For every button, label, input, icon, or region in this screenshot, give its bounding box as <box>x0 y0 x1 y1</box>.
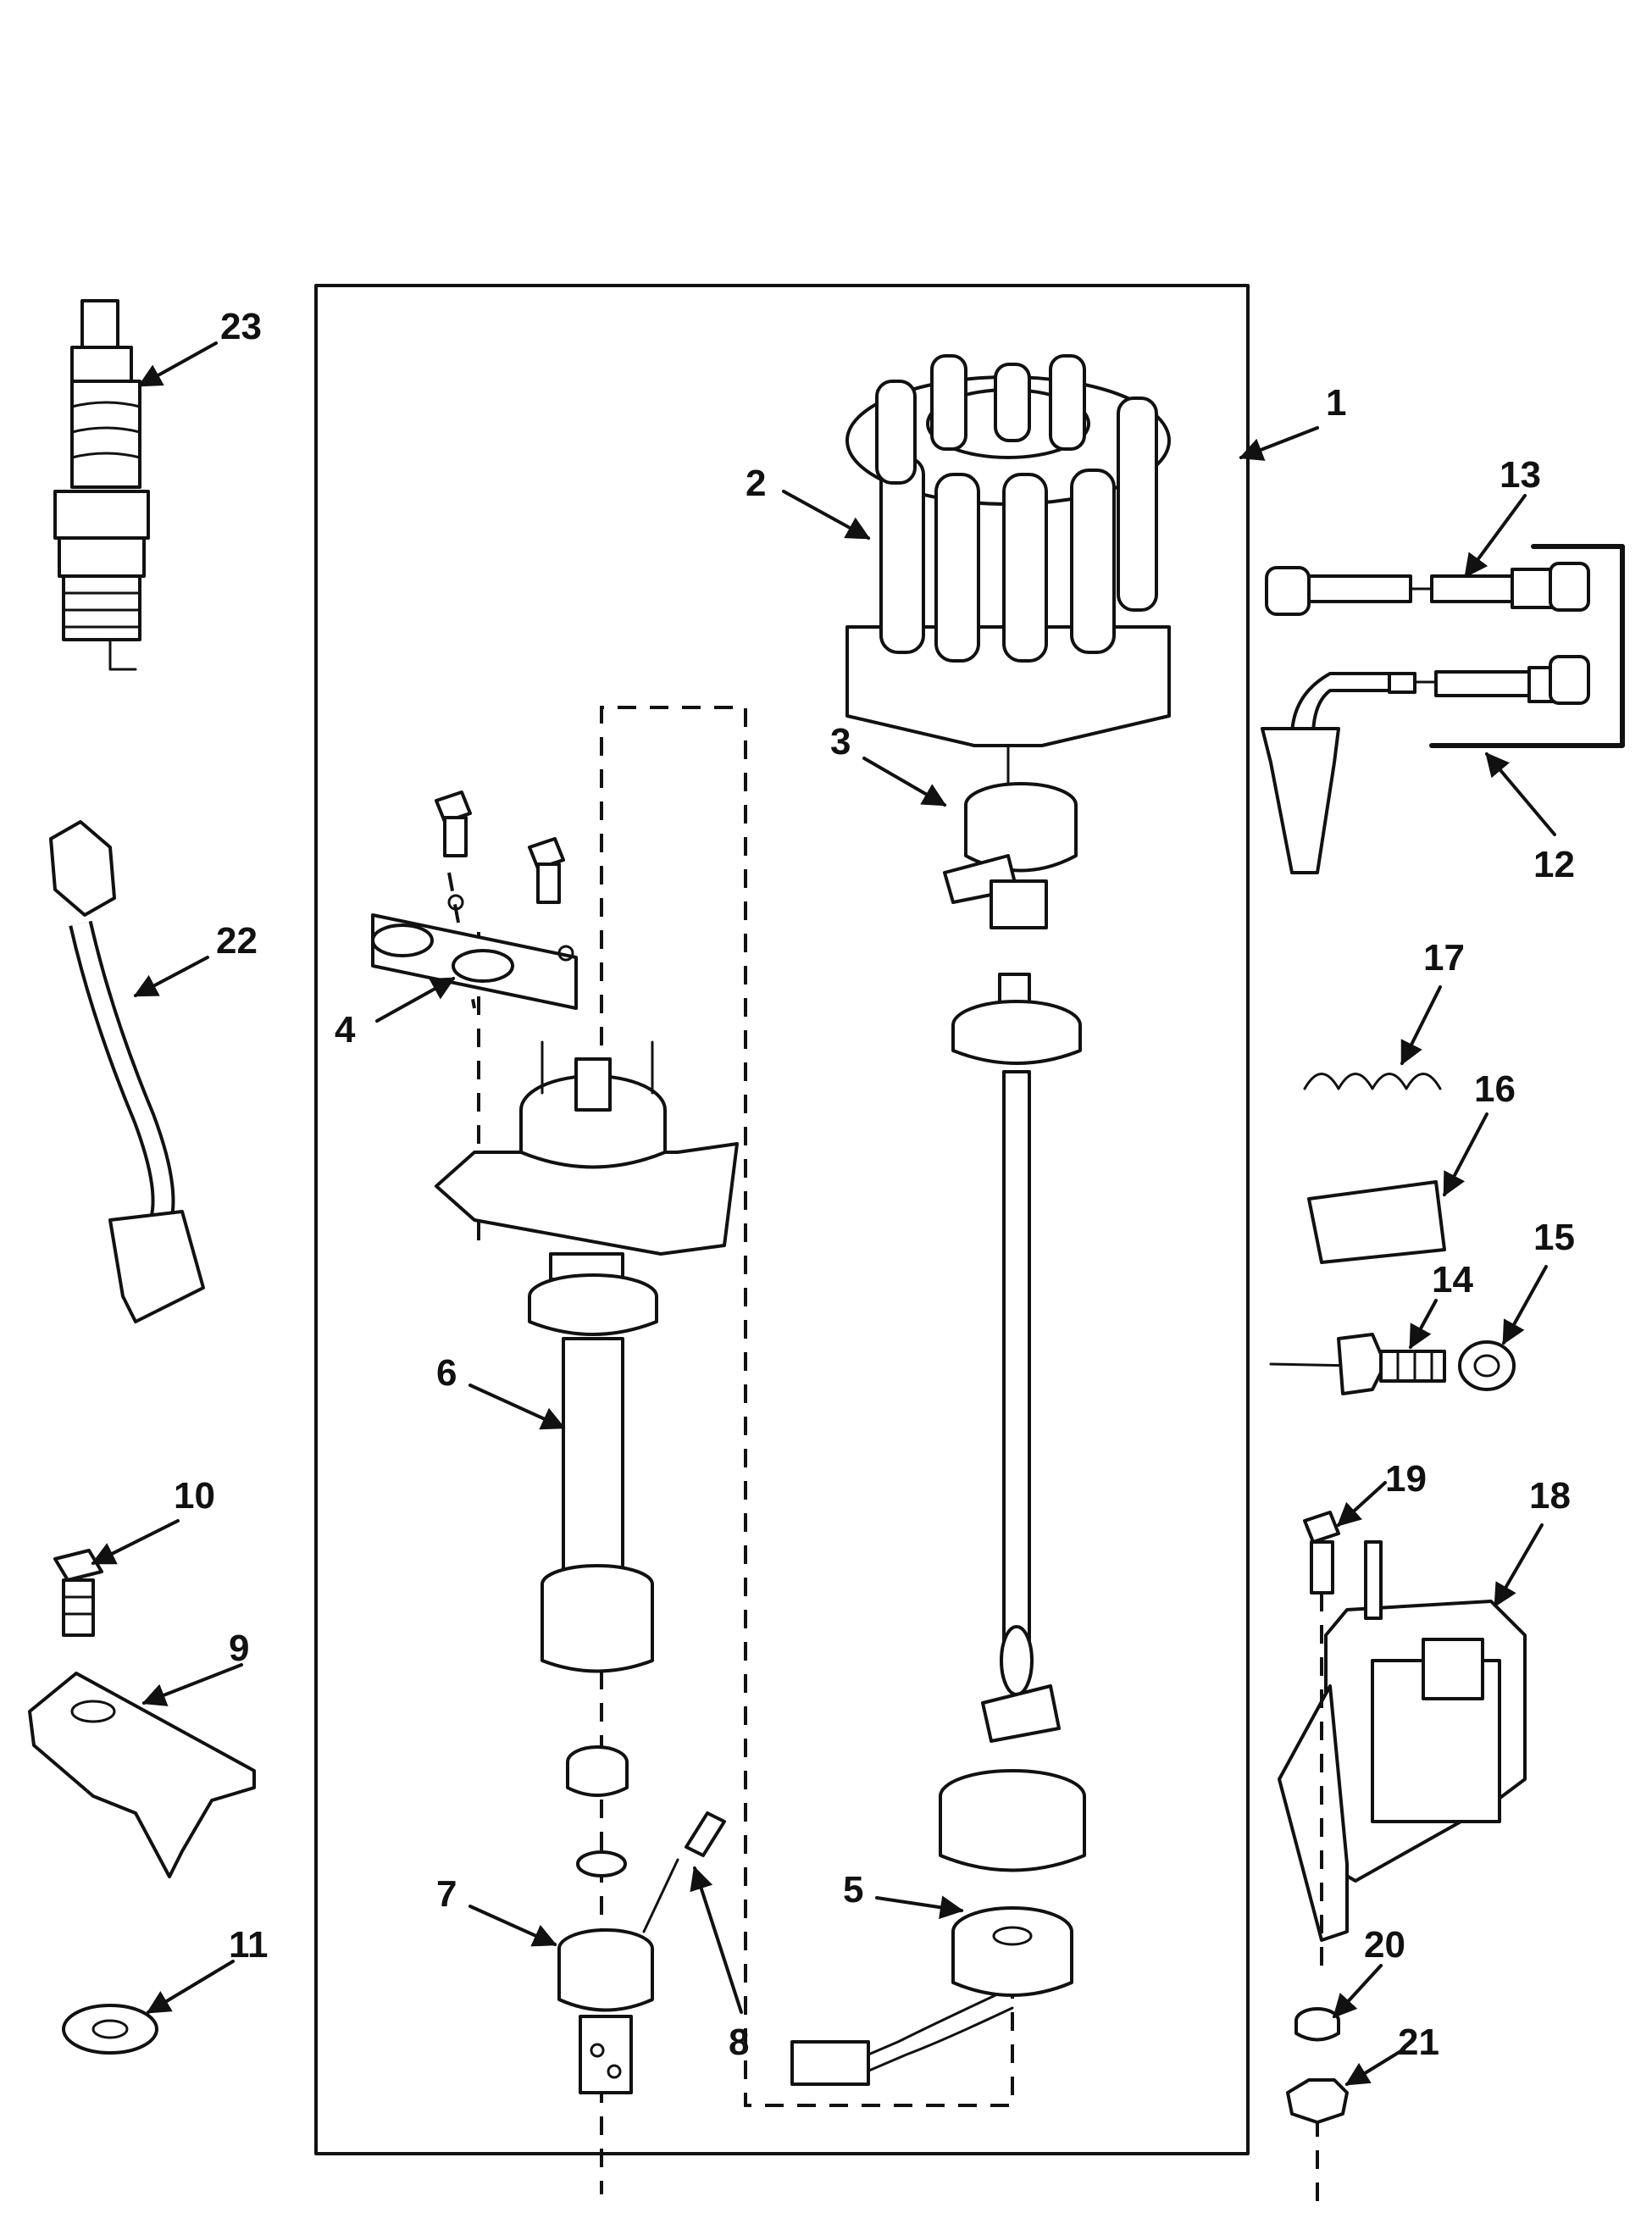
callout-arrow-15 <box>1502 1265 1548 1345</box>
callout-arrow-12 <box>1485 752 1556 836</box>
callout-arrow-14 <box>1409 1299 1438 1350</box>
housing-bushing <box>939 1769 1086 1872</box>
callout-7: 7 <box>436 1873 457 1915</box>
clamp-slot <box>70 1700 116 1723</box>
pickup-lead-dashed-route <box>600 706 1014 2107</box>
callout-10: 10 <box>174 1475 215 1517</box>
lock-washer <box>1458 1340 1516 1391</box>
distributor-housing <box>528 1252 658 1673</box>
rotor <box>943 782 1078 929</box>
callout-23: 23 <box>220 306 262 347</box>
wiring-harness <box>49 820 205 1323</box>
ignition-coil <box>1278 1540 1527 1942</box>
wire-retainer <box>1307 1180 1446 1264</box>
callout-arrow-7 <box>468 1905 557 1947</box>
bolt <box>53 1549 103 1637</box>
callout-arrow-19 <box>1336 1481 1387 1527</box>
callout-arrows <box>91 341 1556 2086</box>
callout-arrow-3 <box>862 757 947 807</box>
callout-3: 3 <box>830 721 851 763</box>
wire-set-bracket <box>1429 544 1625 748</box>
module-screws <box>435 790 565 904</box>
callout-20: 20 <box>1364 1924 1405 1966</box>
screw <box>1269 1333 1446 1395</box>
callout-arrow-11 <box>146 1960 235 2014</box>
callout-8: 8 <box>729 2022 749 2063</box>
distributor-shaft <box>951 973 1082 1696</box>
callout-arrow-4 <box>375 977 456 1023</box>
callout-arrow-21 <box>1344 2049 1404 2086</box>
callout-arrow-18 <box>1494 1523 1544 1608</box>
spring-clip <box>1303 1073 1442 1090</box>
coil-washer <box>1294 2007 1340 2042</box>
callout-arrow-20 <box>1333 1964 1383 2019</box>
callout-arrow-22 <box>133 956 209 997</box>
callout-13: 13 <box>1500 454 1541 496</box>
distributor-cap <box>845 354 1171 785</box>
callout-21: 21 <box>1398 2022 1439 2063</box>
coil-bolt <box>1303 1511 1340 1966</box>
washer <box>62 2004 158 2055</box>
callout-6: 6 <box>436 1352 457 1394</box>
callout-19: 19 <box>1385 1458 1427 1500</box>
callout-arrow-6 <box>468 1384 566 1430</box>
callout-arrow-9 <box>141 1663 243 1706</box>
drive-gear <box>557 1928 654 2094</box>
spark-plug <box>53 299 150 671</box>
callout-arrow-17 <box>1400 985 1442 1066</box>
spark-plug-wire-set <box>1261 562 1590 874</box>
distributor-housing-top <box>435 1040 739 1256</box>
roll-pin <box>642 1811 726 1933</box>
thrust-washer <box>566 1745 629 1877</box>
callout-15: 15 <box>1533 1217 1575 1258</box>
callout-9: 9 <box>229 1628 249 1669</box>
callout-14: 14 <box>1432 1259 1473 1301</box>
callout-5: 5 <box>843 1869 863 1911</box>
callout-18: 18 <box>1529 1475 1571 1517</box>
callout-arrow-10 <box>91 1519 180 1565</box>
callout-4: 4 <box>335 1009 356 1051</box>
callout-arrow-8 <box>690 1866 743 2014</box>
hold-down-clamp <box>28 1672 256 1878</box>
callout-1: 1 <box>1326 382 1346 424</box>
ignition-module-bracket <box>371 894 578 1010</box>
pickup-coil <box>790 1906 1073 2086</box>
callout-arrow-1 <box>1239 426 1319 461</box>
shaft-clip <box>981 1684 1061 1743</box>
callout-arrow-16 <box>1443 1112 1488 1197</box>
callout-arrow-23 <box>137 341 218 387</box>
callout-11: 11 <box>229 1924 269 1966</box>
distributor-assembly-frame <box>314 284 1250 2155</box>
callout-16: 16 <box>1474 1068 1516 1110</box>
callout-arrow-13 <box>1464 494 1527 579</box>
callout-2: 2 <box>746 463 766 504</box>
coil-nut <box>1286 2078 1349 2124</box>
callout-22: 22 <box>216 920 258 962</box>
callout-arrow-5 <box>875 1895 964 1920</box>
callout-arrow-2 <box>782 490 871 540</box>
callout-12: 12 <box>1533 844 1575 885</box>
callout-17: 17 <box>1423 937 1465 979</box>
